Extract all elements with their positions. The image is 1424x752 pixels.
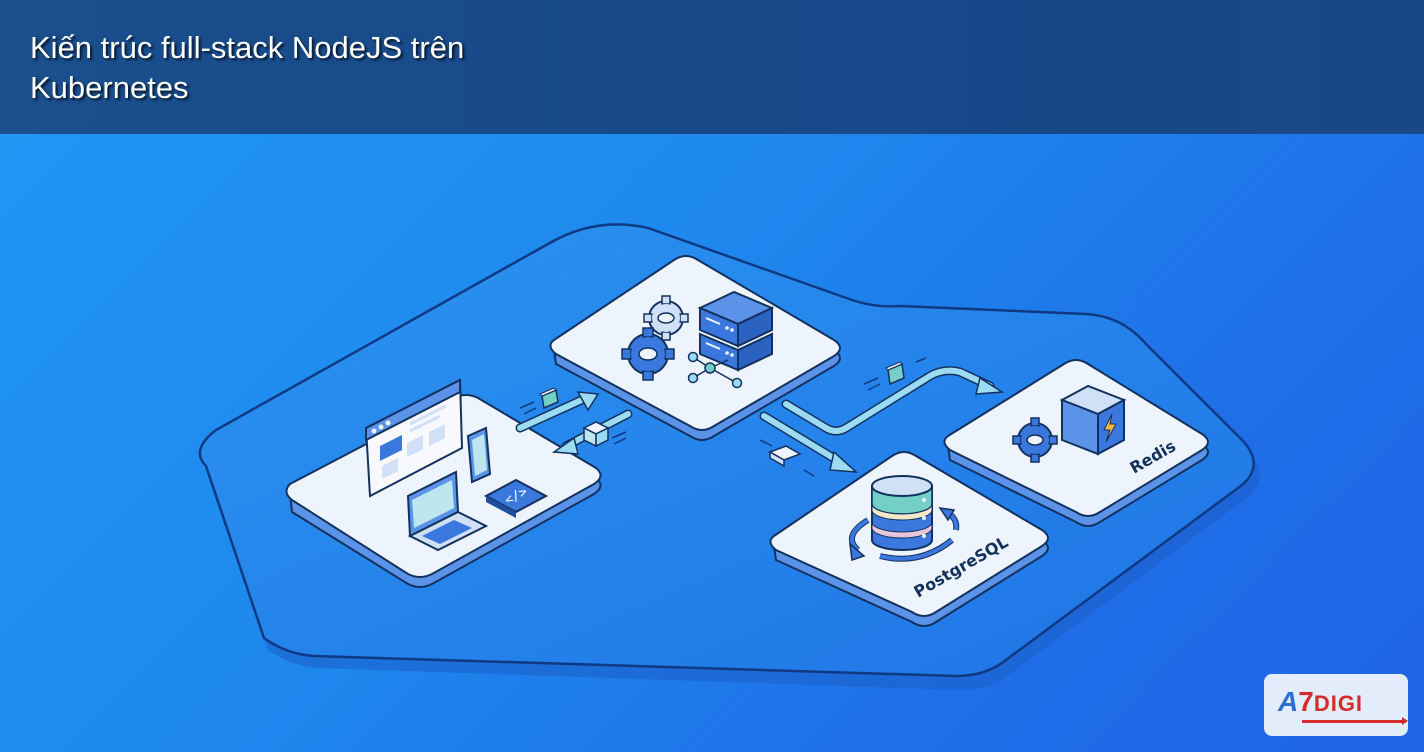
connection-backend-postgresql — [759, 411, 859, 477]
smartphone-icon — [466, 426, 492, 484]
header-banner: Kiến trúc full-stack NodeJS trên Kuberne… — [0, 0, 1424, 134]
arrowhead-icon — [938, 507, 956, 522]
network-nodes-icon — [687, 351, 743, 389]
laptop-icon — [406, 470, 489, 552]
arrowhead-icon — [829, 450, 859, 473]
logo-digit-seven: 7 — [1298, 685, 1314, 717]
data-packet-icon — [539, 387, 559, 410]
arrowhead-icon — [849, 542, 866, 562]
node-frontend[interactable]: </> — [285, 378, 602, 588]
arrowhead-icon — [975, 376, 1005, 395]
database-icon — [871, 475, 933, 551]
data-packet-icon — [885, 361, 905, 386]
cube-icon — [1059, 384, 1127, 456]
connection-backend-redis — [781, 357, 1005, 436]
gear-icon — [1012, 417, 1058, 463]
azdigi-logo[interactable]: A 7 DIGI — [1264, 674, 1408, 736]
gear-icon — [643, 295, 689, 341]
motion-lines — [519, 401, 627, 445]
logo-text-digi: DIGI — [1313, 690, 1364, 716]
gear-icon — [621, 327, 675, 381]
lightning-icon — [1103, 413, 1117, 443]
logo-wordmark: A 7 DIGI — [1278, 685, 1408, 718]
page-title: Kiến trúc full-stack NodeJS trên Kuberne… — [30, 30, 465, 105]
server-stack-icon — [697, 290, 775, 372]
logo-underline-arrow — [1302, 716, 1408, 725]
motion-lines — [863, 357, 927, 391]
node-backend[interactable] — [549, 255, 841, 441]
browser-window-icon — [364, 378, 464, 498]
logo-letter-a: A — [1278, 685, 1299, 717]
data-cube-icon — [582, 421, 610, 448]
platform-top — [549, 255, 841, 431]
node-redis[interactable]: Redis — [943, 359, 1209, 527]
motion-lines — [759, 439, 815, 477]
code-tag-icon: </> — [483, 478, 549, 518]
connection-frontend-backend — [515, 387, 633, 455]
data-packet-icon — [768, 445, 802, 468]
arrowhead-icon — [551, 436, 579, 455]
node-postgresql[interactable]: PostgreSQL — [769, 451, 1049, 627]
arrowhead-icon — [576, 391, 600, 412]
